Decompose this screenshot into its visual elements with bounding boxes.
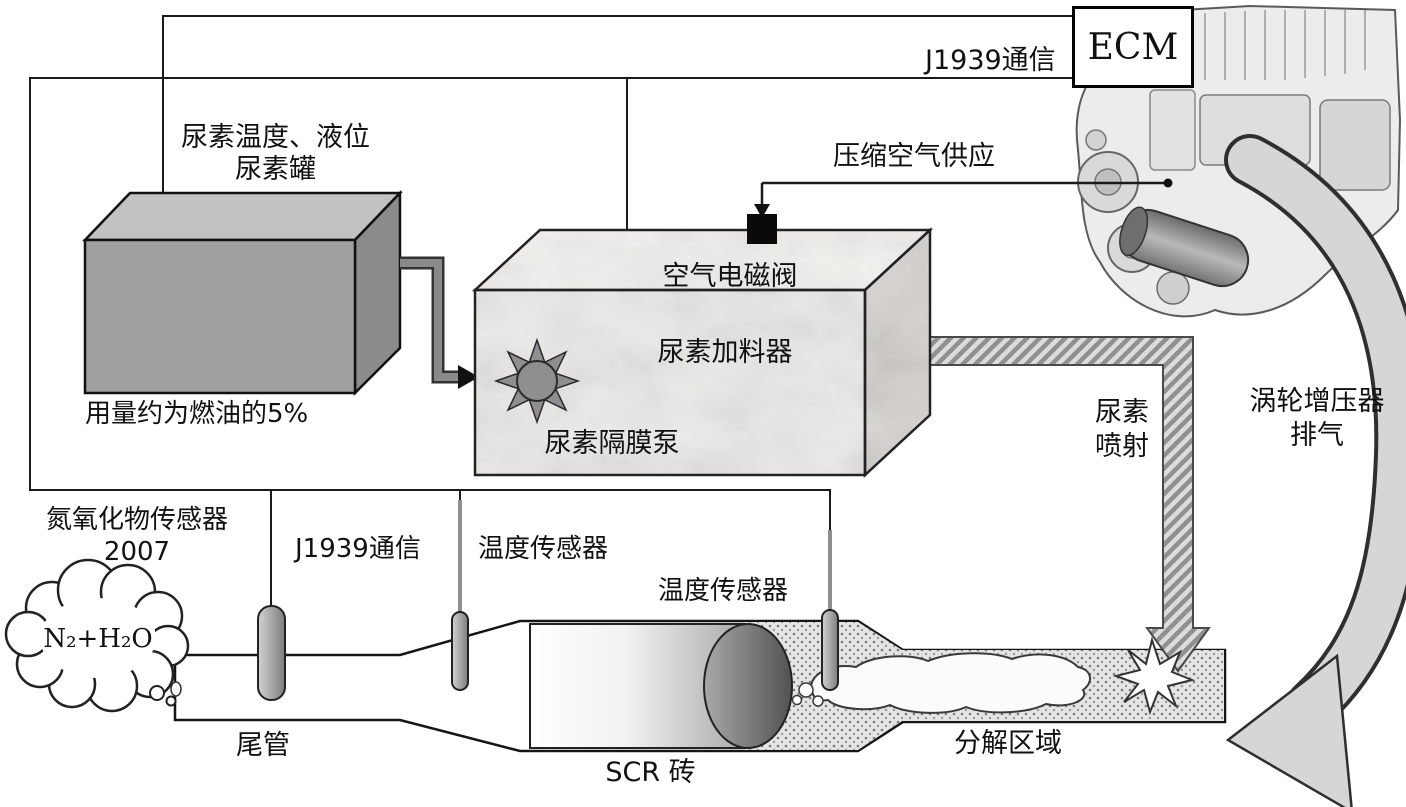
j1939-bottom-label: J1939通信	[295, 534, 421, 564]
ecm-box: ECM	[1072, 6, 1194, 88]
compressed-air-line	[754, 178, 1173, 218]
exhaust-flow-arrow	[1224, 134, 1406, 807]
pump-icon	[493, 337, 581, 425]
urea-doser-unit	[471, 214, 934, 478]
urea-injection-arrow	[914, 336, 1211, 673]
spray-plume	[810, 652, 1091, 714]
exhaust-cloud-icon	[4, 558, 190, 713]
tank-title-line2: 尿素罐	[235, 154, 316, 185]
temp-sensor-front-probe	[451, 500, 469, 691]
air-solenoid-valve-label: 空气电磁阀	[662, 261, 798, 292]
scr-cylinder-cap	[703, 623, 793, 749]
ecm-label: ECM	[1087, 26, 1179, 68]
temp-sensor-rear-label: 温度传感器	[658, 576, 789, 606]
tank-front-face	[83, 238, 357, 395]
tailpipe-outlet	[170, 681, 182, 697]
urea-injection-label-line1: 尿素	[1095, 397, 1149, 428]
tank-top-face	[82, 191, 403, 242]
cloud-formula-label: N₂+H₂O	[43, 624, 153, 654]
temp-sensor-rear-probe	[821, 530, 839, 691]
nox-sensor-label-line1: 氮氧化物传感器	[45, 505, 228, 535]
turbo-outlet-cylinder	[1119, 206, 1250, 288]
tank-title-line1: 尿素温度、液位	[181, 122, 370, 153]
wire-ecm-sensor-bus	[29, 77, 1072, 534]
temp-sensor-front-label: 温度传感器	[478, 534, 609, 564]
exhaust-arrowhead	[1225, 653, 1353, 807]
urea-doser-label: 尿素加料器	[657, 337, 793, 368]
scr-brick-label: SCR 砖	[605, 757, 696, 788]
urea-tank	[82, 189, 403, 397]
urea-injection-label-line2: 喷射	[1095, 431, 1149, 462]
turbo-exhaust-label-line2: 排气	[1290, 420, 1344, 451]
wire-ecm-to-tank	[162, 15, 1072, 194]
tank-to-doser-connector	[400, 256, 479, 389]
connector-arrowhead	[458, 365, 479, 389]
tank-usage-label: 用量约为燃油的5%	[85, 399, 309, 429]
nox-sensor-label-line2: 2007	[103, 537, 171, 567]
urea-diaphragm-pump-label: 尿素隔膜泵	[544, 428, 680, 459]
spray-burst-icon	[1112, 636, 1196, 716]
air-arrowhead	[754, 204, 770, 218]
turbo-exhaust-label-line1: 涡轮增压器	[1249, 386, 1385, 417]
decomposition-zone-label: 分解区域	[954, 728, 1062, 759]
j1939-top-label: J1939通信	[925, 45, 1056, 76]
exhaust-pipe-assembly	[170, 619, 1227, 753]
air-valve-block	[747, 214, 777, 244]
tailpipe-label: 尾管	[236, 730, 290, 761]
compressed-air-label: 压缩空气供应	[833, 141, 995, 172]
nox-sensor-probe	[257, 605, 286, 701]
